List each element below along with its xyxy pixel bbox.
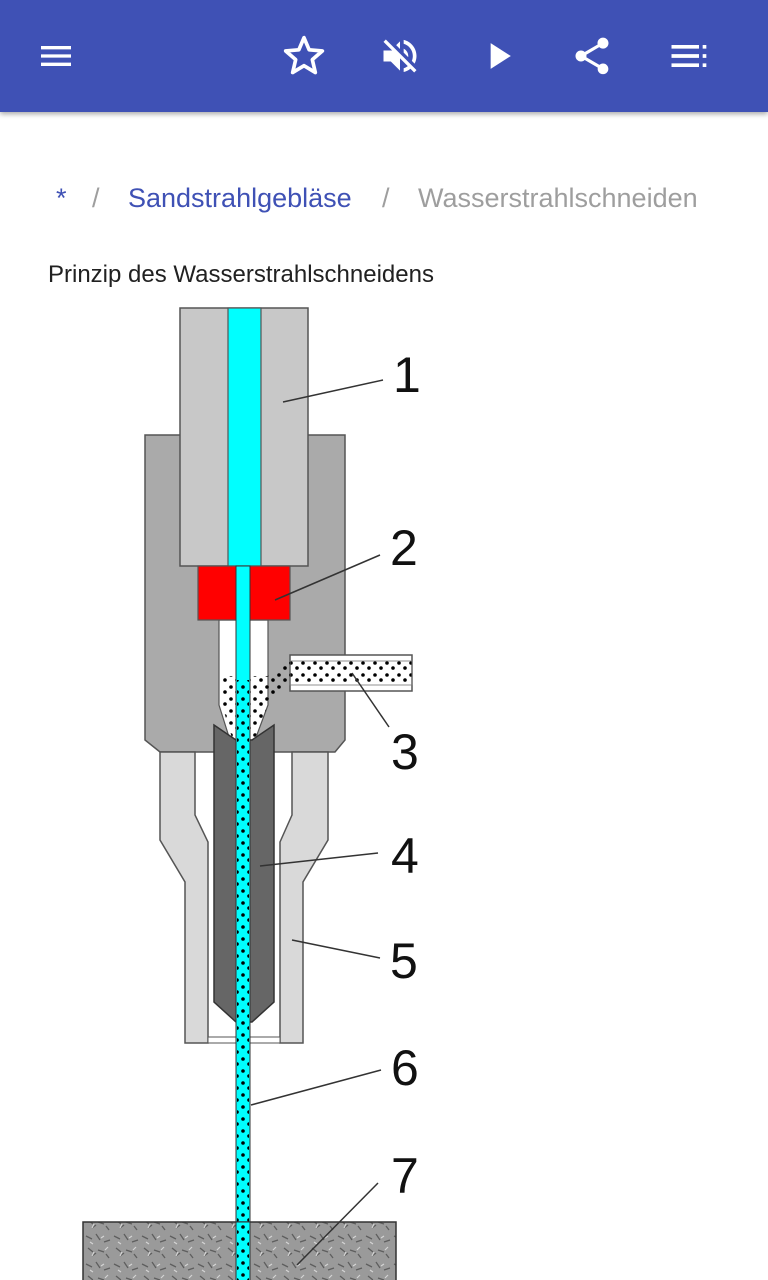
nozzle-housing <box>279 751 329 1044</box>
abrasive-inlet <box>268 661 290 700</box>
leader-line-3 <box>351 672 390 728</box>
star-outline-icon <box>283 35 325 75</box>
play-icon <box>490 43 511 69</box>
label-1: 1 <box>393 347 421 403</box>
jet-abrasive-particles <box>237 680 249 1280</box>
menu-button[interactable] <box>24 24 88 88</box>
water-channel <box>227 307 262 567</box>
app-bar <box>0 0 768 112</box>
breadcrumb: * / Sandstrahlgebläse / Wasserstrahlschn… <box>0 178 768 218</box>
volume-off-icon <box>383 39 417 73</box>
leader-line-1 <box>282 379 384 403</box>
favorite-button[interactable] <box>272 24 336 88</box>
label-4: 4 <box>391 828 419 884</box>
share-button[interactable] <box>560 24 624 88</box>
leader-line-4 <box>259 852 379 867</box>
playlist-icon <box>671 45 707 67</box>
play-button[interactable] <box>466 24 530 88</box>
playlist-button[interactable] <box>656 24 720 88</box>
image-caption: Prinzip des Wasserstrahlschneidens <box>48 261 434 288</box>
breadcrumb-root-link[interactable]: * <box>56 183 67 213</box>
breadcrumb-separator: / <box>382 183 390 213</box>
abrasive-stream <box>289 660 413 686</box>
leader-line-6 <box>250 1069 382 1106</box>
waterjet-diagram: 1 2 3 4 5 6 7 <box>0 300 768 1280</box>
breadcrumb-current: Wasserstrahlschneiden <box>418 183 698 213</box>
label-6: 6 <box>391 1040 419 1096</box>
waterjet-diagram-svg: 1 2 3 4 5 6 7 <box>82 307 421 1280</box>
label-3: 3 <box>391 724 419 780</box>
nozzle-housing <box>159 751 209 1044</box>
kerf-abrasive <box>237 1222 249 1280</box>
label-7: 7 <box>391 1148 419 1204</box>
mute-button[interactable] <box>368 24 432 88</box>
leader-line-5 <box>291 939 381 959</box>
leader-line-7 <box>296 1182 379 1266</box>
breadcrumb-separator: / <box>92 183 100 213</box>
leader-line-2 <box>274 554 381 601</box>
label-2: 2 <box>390 520 418 576</box>
share-icon <box>575 37 609 75</box>
label-5: 5 <box>390 933 418 989</box>
menu-icon <box>41 46 71 66</box>
breadcrumb-parent-link[interactable]: Sandstrahlgebläse <box>128 183 352 213</box>
